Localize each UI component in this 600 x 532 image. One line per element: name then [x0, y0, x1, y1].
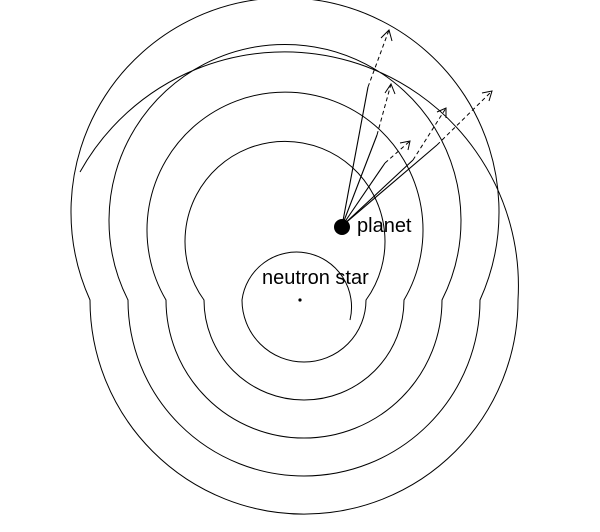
- ray-dashed-1: [367, 29, 390, 88]
- ray-arrowhead-5: [481, 90, 493, 102]
- ray-dashed-3: [384, 140, 411, 164]
- ray-dashed-4: [412, 107, 447, 161]
- ray-dashed-5: [436, 90, 493, 146]
- ray-arrowhead-2: [384, 82, 396, 95]
- ray-arrowhead-1: [380, 29, 393, 42]
- ray-dashed-2: [376, 83, 392, 136]
- neutron-star-label: neutron star: [262, 267, 369, 289]
- ray-solid-2: [341, 134, 378, 227]
- planet-marker: [334, 219, 350, 235]
- ray-arrowhead-3: [399, 140, 411, 151]
- ray-solid-1: [341, 86, 369, 227]
- wavefront-spiral: [70, 0, 519, 515]
- ray-solid-5: [341, 144, 438, 227]
- planet-label: planet: [357, 215, 412, 237]
- ray-solid-4: [341, 159, 414, 227]
- ray-arrowhead-4: [436, 107, 447, 118]
- emission-rays: [341, 29, 493, 227]
- neutron-star-marker: [298, 298, 302, 302]
- ray-solid-3: [341, 162, 386, 227]
